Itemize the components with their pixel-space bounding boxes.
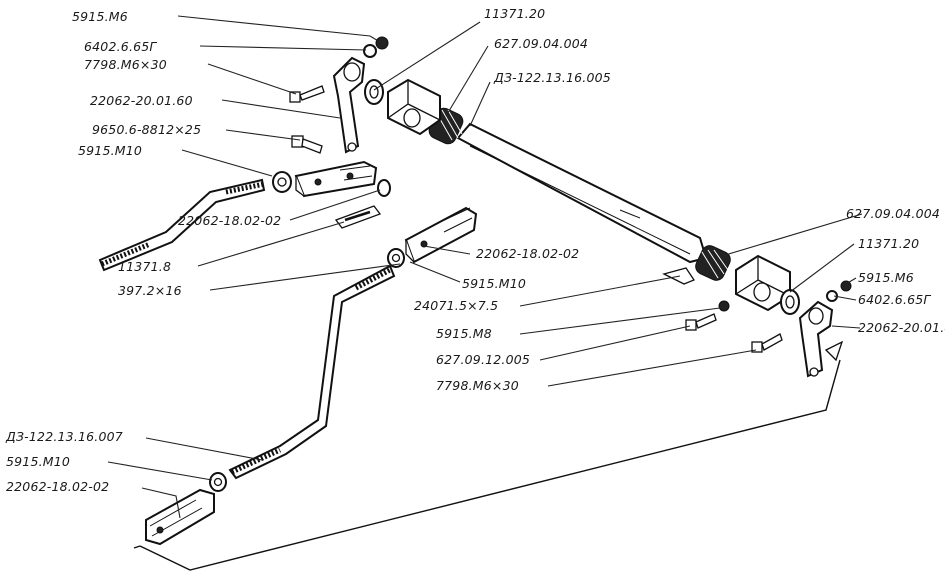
right-nut-m8 [718, 300, 730, 312]
label-5915-m10-mid: 5915.M10 [462, 276, 526, 291]
upper-left-rod [98, 178, 266, 272]
left-washer [364, 79, 384, 105]
label-11371-20-right: 11371.20 [858, 236, 919, 251]
label-22062-18-02-02-bottom: 22062-18.02-02 [6, 479, 109, 494]
label-dz-005: ДЗ-122.13.16.005 [493, 70, 611, 85]
label-22062-20-01-83: 22062-20.01.83 [858, 320, 945, 335]
label-5915-m10-bottom: 5915.M10 [6, 454, 70, 469]
lower-nut-m10 [209, 472, 227, 492]
upper-nut-m10 [272, 171, 292, 193]
label-dz-007: ДЗ-122.13.16.007 [5, 429, 123, 444]
right-lever [798, 300, 844, 378]
right-bolt-upper [685, 313, 717, 331]
label-6402-right: 6402.6.65Г [858, 292, 931, 307]
bolt-upper [289, 85, 325, 103]
left-lever [332, 56, 366, 154]
label-5915-m10-top: 5915.M10 [78, 143, 142, 158]
label-5915-m8: 5915.M8 [436, 326, 492, 341]
main-tube [456, 122, 708, 264]
label-9650: 9650.6-8812×25 [92, 122, 201, 137]
label-22062-18-02-02-mid: 22062-18.02-02 [476, 246, 579, 261]
upper-clevis-washer [377, 179, 391, 197]
upper-clevis [294, 160, 378, 198]
left-housing-block [387, 78, 441, 136]
right-bolt-lower [751, 333, 783, 353]
pin-card [334, 205, 382, 229]
label-627-09-12-005: 627.09.12.005 [436, 352, 530, 367]
long-bent-rod [228, 264, 396, 480]
label-5915-m6-top: 5915.M6 [72, 9, 128, 24]
linkage-line [133, 359, 841, 571]
right-bearing [695, 245, 731, 281]
label-7798-top: 7798.M6×30 [84, 57, 167, 72]
label-22062-18-02-02-top: 22062-18.02-02 [178, 213, 281, 228]
label-397-2x16: 397.2×16 [118, 283, 182, 298]
part-labels: 5915.M6 6402.6.65Г 7798.M6×30 22062-20.0… [5, 6, 945, 494]
label-22062-20-01-60: 22062-20.01.60 [90, 93, 193, 108]
middle-clevis [404, 206, 478, 264]
bolt-lower [291, 135, 323, 154]
label-5915-m6-right: 5915.M6 [858, 270, 914, 285]
label-627-09-04-004-right: 627.09.04.004 [846, 206, 940, 221]
right-housing-block [735, 254, 791, 312]
right-nut [826, 280, 852, 302]
label-24071: 24071.5×7.5 [414, 298, 498, 313]
middle-nut-m10 [387, 248, 405, 268]
label-7798-bottom: 7798.M6×30 [436, 378, 519, 393]
leader-lines [107, 15, 863, 519]
label-627-09-04-004-top: 627.09.04.004 [494, 36, 588, 51]
label-11371-20-top: 11371.20 [484, 6, 545, 21]
label-11371-8: 11371.8 [118, 259, 171, 274]
right-washer [780, 289, 800, 315]
top-nut [363, 36, 389, 58]
label-6402-top: 6402.6.65Г [84, 39, 157, 54]
